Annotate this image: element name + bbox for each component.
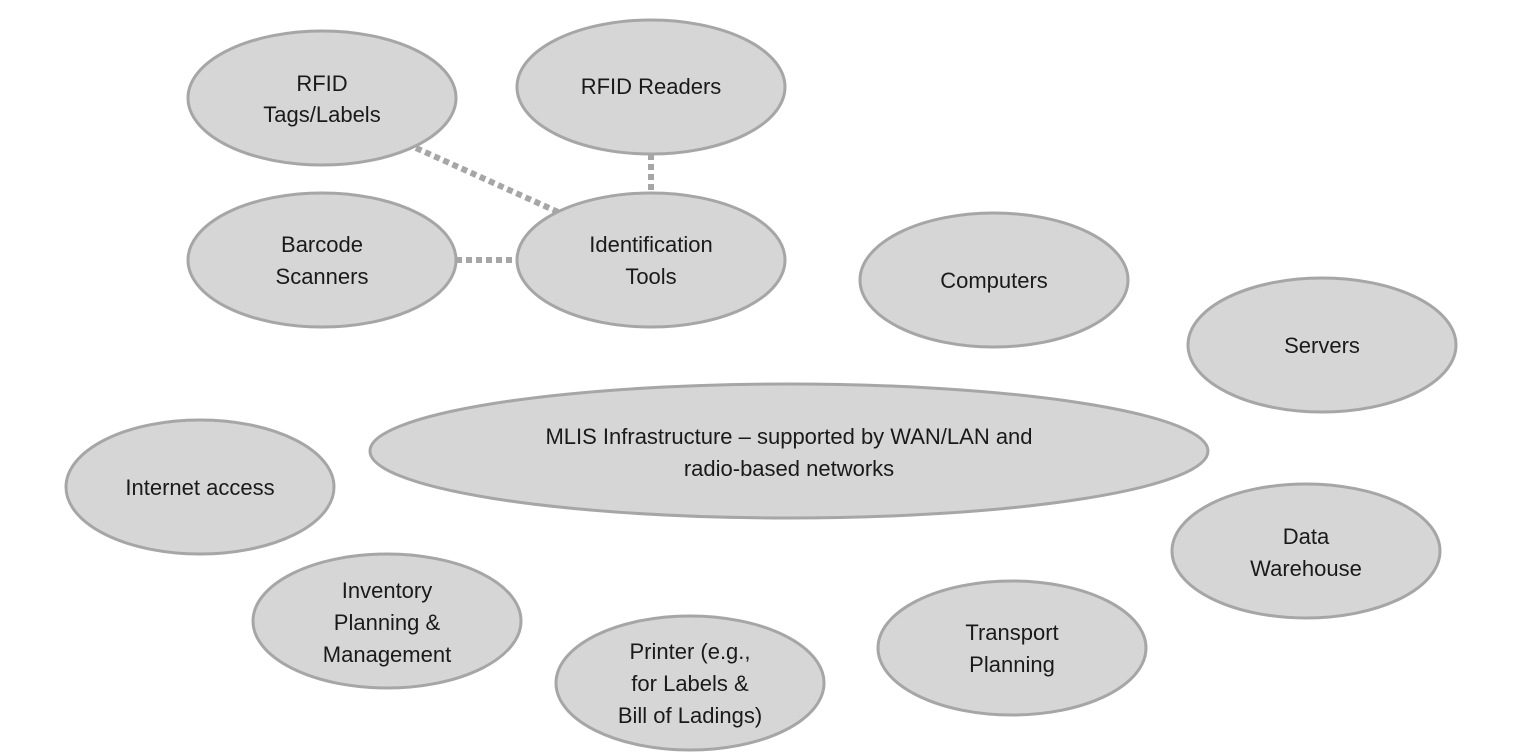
node-rfid-tags-labels-line-1: RFID (296, 71, 347, 96)
node-inventory-planning-line-2: Planning & (334, 610, 441, 635)
connector-rfid-tags-to-identification-tools (414, 145, 560, 215)
node-inventory-planning-management: Inventory Planning & Management (251, 552, 523, 690)
node-transport-planning-line-1: Transport (965, 620, 1058, 645)
node-servers-line-1: Servers (1284, 333, 1360, 358)
node-barcode-scanners-line-1: Barcode (281, 232, 363, 257)
node-rfid-readers-line-1: RFID Readers (581, 74, 722, 99)
node-data-warehouse-line-2: Warehouse (1250, 556, 1362, 581)
node-computers: Computers (858, 211, 1130, 349)
node-inventory-planning-line-1: Inventory (342, 578, 433, 603)
node-printer: Printer (e.g., for Labels & Bill of Ladi… (554, 614, 826, 752)
node-barcode-scanners: Barcode Scanners (186, 191, 458, 329)
node-computers-line-1: Computers (940, 268, 1048, 293)
node-servers: Servers (1186, 276, 1458, 414)
node-mlis-infrastructure-line-2: radio-based networks (684, 456, 894, 481)
node-data-warehouse: Data Warehouse (1170, 482, 1442, 620)
node-data-warehouse-line-1: Data (1283, 524, 1330, 549)
node-identification-tools: Identification Tools (515, 191, 787, 329)
node-identification-tools-line-1: Identification (589, 232, 713, 257)
node-rfid-tags-labels: RFID Tags/Labels (186, 29, 458, 167)
node-rfid-tags-labels-line-2: Tags/Labels (263, 102, 380, 127)
node-printer-line-1: Printer (e.g., (629, 639, 750, 664)
connectors (414, 145, 654, 263)
node-internet-access-line-1: Internet access (125, 475, 274, 500)
node-inventory-planning-line-3: Management (323, 642, 451, 667)
node-rfid-readers: RFID Readers (515, 18, 787, 156)
node-transport-planning: Transport Planning (876, 579, 1148, 717)
node-barcode-scanners-line-2: Scanners (276, 264, 369, 289)
node-printer-line-3: Bill of Ladings) (618, 703, 762, 728)
node-mlis-infrastructure-line-1: MLIS Infrastructure – supported by WAN/L… (545, 424, 1032, 449)
node-mlis-infrastructure: MLIS Infrastructure – supported by WAN/L… (368, 382, 1210, 520)
node-printer-line-2: for Labels & (631, 671, 749, 696)
node-identification-tools-line-2: Tools (625, 264, 676, 289)
node-internet-access: Internet access (64, 418, 336, 556)
node-transport-planning-line-2: Planning (969, 652, 1055, 677)
